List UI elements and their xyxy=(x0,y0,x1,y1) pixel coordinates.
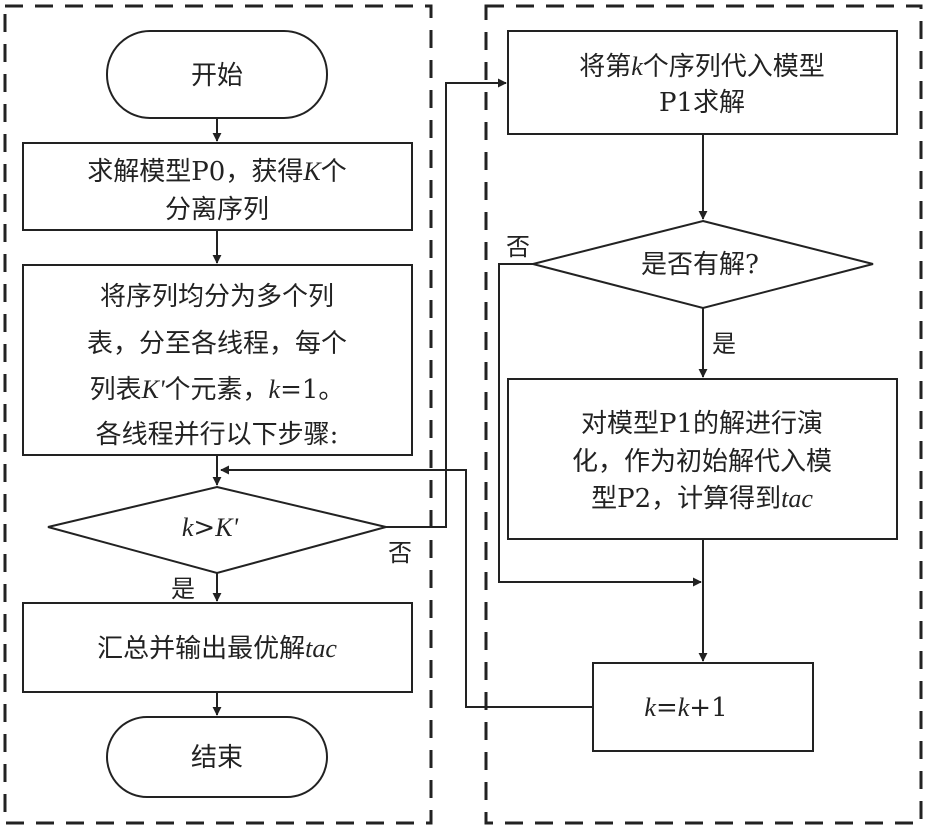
arrow-loop-back xyxy=(220,465,593,708)
decision-no-label: 否 xyxy=(388,539,412,567)
end-terminal xyxy=(106,716,328,798)
decision-has-solution-label: 是否有解? xyxy=(641,250,759,280)
stepC-box xyxy=(592,662,814,752)
step2-line2: 表，分至各线程，每个 xyxy=(87,329,347,359)
arrow-decision-no-to-stepA xyxy=(386,78,507,528)
arrow-decision2-no xyxy=(498,263,702,587)
stepB-line2: 化，作为初始解代入模 xyxy=(572,447,832,477)
stepB-line3: 型P2，计算得到tac xyxy=(591,484,813,514)
step2-line4: 各线程并行以下步骤: xyxy=(96,420,339,450)
left-process-group xyxy=(3,4,433,825)
decision2-yes-label: 是 xyxy=(712,330,736,358)
stepA-box xyxy=(507,30,898,135)
decision2-no-label: 否 xyxy=(506,233,530,261)
decision-k-gt-kprime-label: k>K' xyxy=(182,513,239,543)
stepA-line1: 将第k个序列代入模型 xyxy=(579,52,825,82)
step3-label: 汇总并输出最优解tac xyxy=(97,634,337,664)
right-thread-group xyxy=(484,4,923,825)
step1-box xyxy=(22,142,413,231)
stepA-line2: P1求解 xyxy=(659,88,745,118)
step1-line1: 求解模型P0，获得K个 xyxy=(87,157,346,187)
end-label: 结束 xyxy=(191,743,243,773)
stepB-line1: 对模型P1的解进行演 xyxy=(581,409,823,439)
start-label: 开始 xyxy=(191,61,243,91)
step2-line3: 列表K'个元素，k=1。 xyxy=(90,375,345,405)
stepC-label: k=k+1 xyxy=(644,693,727,723)
step2-line1: 将序列均分为多个列 xyxy=(100,282,334,312)
step2-box xyxy=(22,264,413,456)
step3-box xyxy=(22,602,413,693)
decision-yes-label: 是 xyxy=(171,575,195,603)
step1-line2: 分离序列 xyxy=(165,195,269,225)
